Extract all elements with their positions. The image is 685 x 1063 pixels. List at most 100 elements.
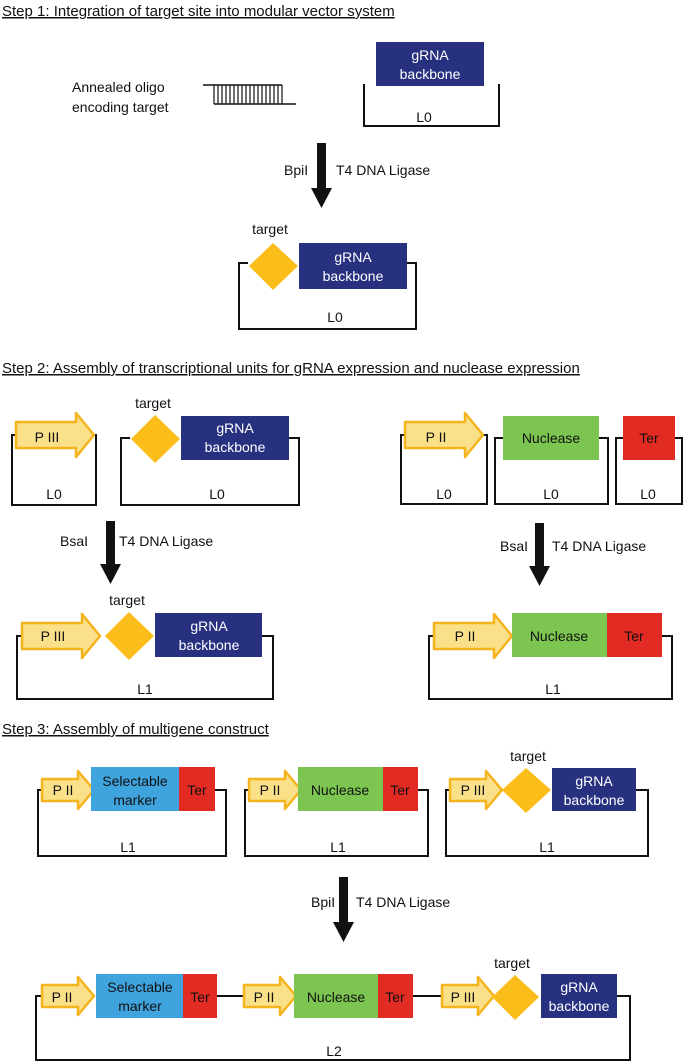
oligo-label-line2: encoding target (72, 99, 169, 115)
selectable-marker-box (96, 974, 183, 1018)
svg-text:Ter: Ter (390, 782, 410, 798)
svg-text:Ter: Ter (624, 628, 644, 644)
product-target-label: target (252, 221, 288, 237)
svg-text:P II: P II (426, 429, 447, 445)
step2-left-ligase: T4 DNA Ligase (119, 533, 213, 549)
grna-label-line1: gRNA (411, 47, 449, 63)
step3-enzyme: BpiI (311, 894, 335, 910)
terminator-box (179, 767, 215, 811)
nuclease-box (503, 416, 599, 460)
svg-text:backbone: backbone (323, 268, 384, 284)
svg-text:gRNA: gRNA (560, 979, 598, 995)
grna-backbone-box (552, 768, 636, 811)
step3-ligase: T4 DNA Ligase (356, 894, 450, 910)
svg-text:Ter: Ter (187, 782, 207, 798)
step2-grna-vector: target gRNA backbone L0 (120, 395, 300, 506)
svg-text:target: target (109, 592, 145, 608)
step2-left-down-arrow-icon (100, 521, 121, 584)
svg-text:L2: L2 (326, 1043, 342, 1059)
svg-text:backbone: backbone (549, 998, 610, 1014)
svg-text:Nuclease: Nuclease (530, 628, 589, 644)
target-diamond-icon (502, 768, 551, 813)
svg-text:Selectable: Selectable (102, 773, 168, 789)
grna-backbone-box (155, 613, 262, 657)
svg-text:P III: P III (461, 782, 486, 798)
svg-text:L0: L0 (543, 486, 559, 502)
target-diamond-icon (131, 415, 180, 463)
svg-text:P III: P III (41, 628, 66, 644)
terminator-box (183, 974, 217, 1018)
terminator-box (378, 974, 413, 1018)
svg-text:Ter: Ter (190, 989, 210, 1005)
step2-left-product-vector: P III target gRNA backbone L1 (16, 592, 274, 700)
svg-text:P II: P II (52, 989, 73, 1005)
step2-right-enzyme: BsaI (500, 538, 528, 554)
svg-text:backbone: backbone (205, 439, 266, 455)
nuclease-box (298, 767, 383, 811)
terminator-box (607, 613, 662, 657)
terminator-box (383, 767, 418, 811)
svg-text:Ter: Ter (385, 989, 405, 1005)
step2-title: Step 2: Assembly of transcriptional unit… (2, 360, 580, 377)
terminator-box (623, 416, 675, 460)
target-diamond-icon (105, 612, 154, 660)
svg-text:gRNA: gRNA (334, 249, 372, 265)
svg-text:P II: P II (53, 782, 74, 798)
svg-text:target: target (494, 955, 530, 971)
svg-text:L1: L1 (330, 839, 346, 855)
oligo-label-line1: Annealed oligo (72, 79, 165, 95)
step2-right-product-vector: P II Nuclease Ter L1 (428, 612, 673, 700)
svg-text:L0: L0 (640, 486, 656, 502)
product-level-label: L0 (327, 309, 343, 325)
svg-text:Ter: Ter (639, 430, 659, 446)
step3-unit3-vector: P III target gRNA backbone L1 (445, 748, 649, 857)
step3-title: Step 3: Assembly of multigene construct (2, 721, 270, 738)
grna-backbone-box (541, 974, 617, 1018)
step3-unit1-vector: P II Selectable marker Ter L1 (37, 767, 227, 857)
step2-terminator-vector: Ter L0 (615, 416, 683, 505)
svg-text:backbone: backbone (564, 792, 625, 808)
svg-text:P III: P III (451, 989, 476, 1005)
step2-right-promoter-vector: P II L0 (400, 411, 488, 505)
svg-text:target: target (135, 395, 171, 411)
svg-text:L1: L1 (545, 681, 561, 697)
svg-text:marker: marker (118, 998, 162, 1014)
annealed-oligo-icon (203, 84, 296, 105)
step2-right-ligase: T4 DNA Ligase (552, 538, 646, 554)
svg-text:Nuclease: Nuclease (311, 782, 370, 798)
step1-down-arrow-icon (311, 143, 332, 208)
level-label: L0 (416, 109, 432, 125)
svg-text:L0: L0 (46, 486, 62, 502)
svg-text:P II: P II (254, 989, 275, 1005)
step1-enzyme: BpiI (284, 162, 308, 178)
svg-text:gRNA: gRNA (190, 618, 228, 634)
svg-text:L1: L1 (120, 839, 136, 855)
step2-nuclease-vector: Nuclease L0 (494, 416, 609, 505)
svg-text:target: target (510, 748, 546, 764)
target-diamond-icon (492, 975, 539, 1020)
svg-text:Nuclease: Nuclease (307, 989, 366, 1005)
grna-label-line2: backbone (400, 66, 461, 82)
step2-promoter-vector: P III L0 (11, 411, 97, 506)
step1-title: Step 1: Integration of target site into … (2, 3, 395, 20)
step2-right-down-arrow-icon (529, 523, 550, 586)
step1-product-vector: target gRNA backbone L0 (238, 221, 417, 330)
step3-down-arrow-icon (333, 877, 354, 942)
grna-backbone-box (181, 416, 289, 460)
svg-text:gRNA: gRNA (575, 773, 613, 789)
svg-text:gRNA: gRNA (216, 420, 254, 436)
step3-product-vector: P II Selectable marker Ter P II Nuclease… (35, 955, 631, 1061)
nuclease-box (512, 613, 607, 657)
svg-text:backbone: backbone (179, 637, 240, 653)
svg-text:Selectable: Selectable (107, 979, 173, 995)
step1-ligase: T4 DNA Ligase (336, 162, 430, 178)
svg-text:P III: P III (35, 429, 60, 445)
svg-text:L0: L0 (209, 486, 225, 502)
svg-text:L1: L1 (137, 681, 153, 697)
step3-unit2-vector: P II Nuclease Ter L1 (244, 767, 429, 857)
grna-backbone-box (299, 243, 407, 289)
svg-text:P II: P II (260, 782, 281, 798)
svg-text:P II: P II (455, 628, 476, 644)
step1-grna-vector: gRNA backbone L0 (363, 42, 500, 127)
